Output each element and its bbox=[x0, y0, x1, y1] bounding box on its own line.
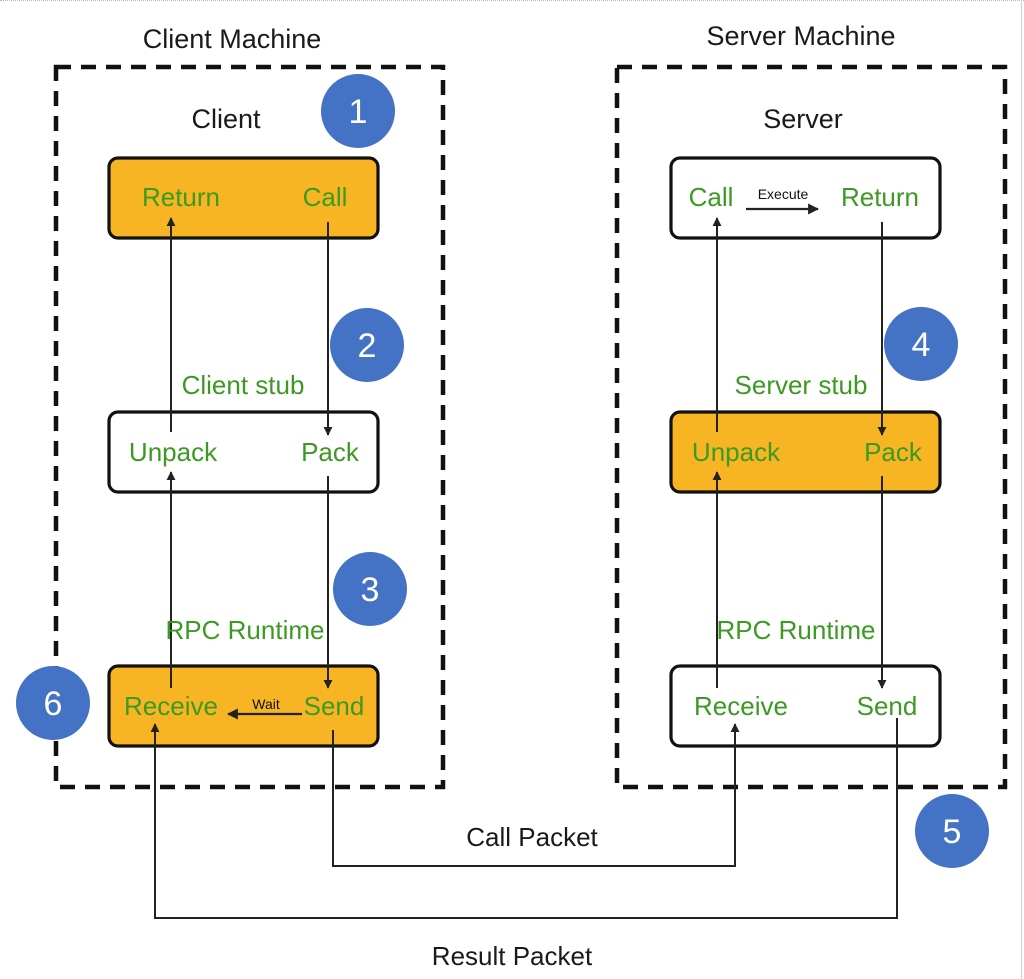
server-label: Server bbox=[763, 104, 843, 134]
top-border bbox=[0, 0, 1024, 5]
client-box bbox=[107, 156, 380, 240]
client-pack-label: Pack bbox=[301, 437, 360, 467]
step-badge-2-number: 2 bbox=[358, 327, 377, 365]
server-call-label: Call bbox=[689, 182, 734, 212]
server-unpack-label: Unpack bbox=[692, 437, 781, 467]
step-badge-5-number: 5 bbox=[943, 813, 962, 851]
server-machine-label: Server Machine bbox=[706, 21, 895, 51]
result-packet-label: Result Packet bbox=[432, 941, 593, 971]
step-badge-6-number: 6 bbox=[44, 685, 63, 723]
step-badge-6: 6 bbox=[16, 666, 90, 740]
client-runtime-box bbox=[107, 664, 380, 748]
server-box bbox=[669, 156, 942, 240]
step-badge-2: 2 bbox=[330, 308, 404, 382]
server-runtime-label: RPC Runtime bbox=[717, 615, 876, 645]
step-badge-5: 5 bbox=[915, 794, 989, 868]
step-badge-1: 1 bbox=[321, 74, 395, 148]
call-packet-path bbox=[332, 723, 740, 867]
client-runtime-label: RPC Runtime bbox=[166, 615, 325, 645]
client-unpack-label: Unpack bbox=[129, 437, 218, 467]
server-stub-label: Server stub bbox=[735, 370, 868, 400]
right-border bbox=[1021, 0, 1022, 979]
client-machine-boundary bbox=[53, 64, 446, 790]
server-send-label: Send bbox=[857, 691, 918, 721]
client-stub-box bbox=[107, 410, 380, 494]
client-receive-label: Receive bbox=[124, 691, 218, 721]
client-machine-label: Client Machine bbox=[143, 24, 322, 54]
client-stub-label: Client stub bbox=[182, 370, 305, 400]
client-label: Client bbox=[191, 104, 261, 134]
server-execute-label: Execute bbox=[758, 186, 809, 202]
step-badge-4: 4 bbox=[884, 307, 958, 381]
client-send-label: Send bbox=[304, 691, 365, 721]
client-wait-label: Wait bbox=[252, 696, 280, 712]
server-return-label: Return bbox=[841, 182, 919, 212]
client-return-label: Return bbox=[142, 182, 220, 212]
result-packet-path bbox=[150, 718, 898, 919]
server-receive-label: Receive bbox=[694, 691, 788, 721]
server-pack-label: Pack bbox=[864, 437, 923, 467]
call-packet-label: Call Packet bbox=[466, 822, 598, 852]
step-badge-3: 3 bbox=[333, 552, 407, 626]
server-stub-box bbox=[669, 410, 942, 494]
step-badge-3-number: 3 bbox=[361, 571, 380, 609]
client-call-label: Call bbox=[303, 182, 348, 212]
step-badge-1-number: 1 bbox=[349, 93, 368, 131]
server-machine-boundary bbox=[614, 64, 1008, 790]
step-badge-4-number: 4 bbox=[912, 326, 931, 364]
